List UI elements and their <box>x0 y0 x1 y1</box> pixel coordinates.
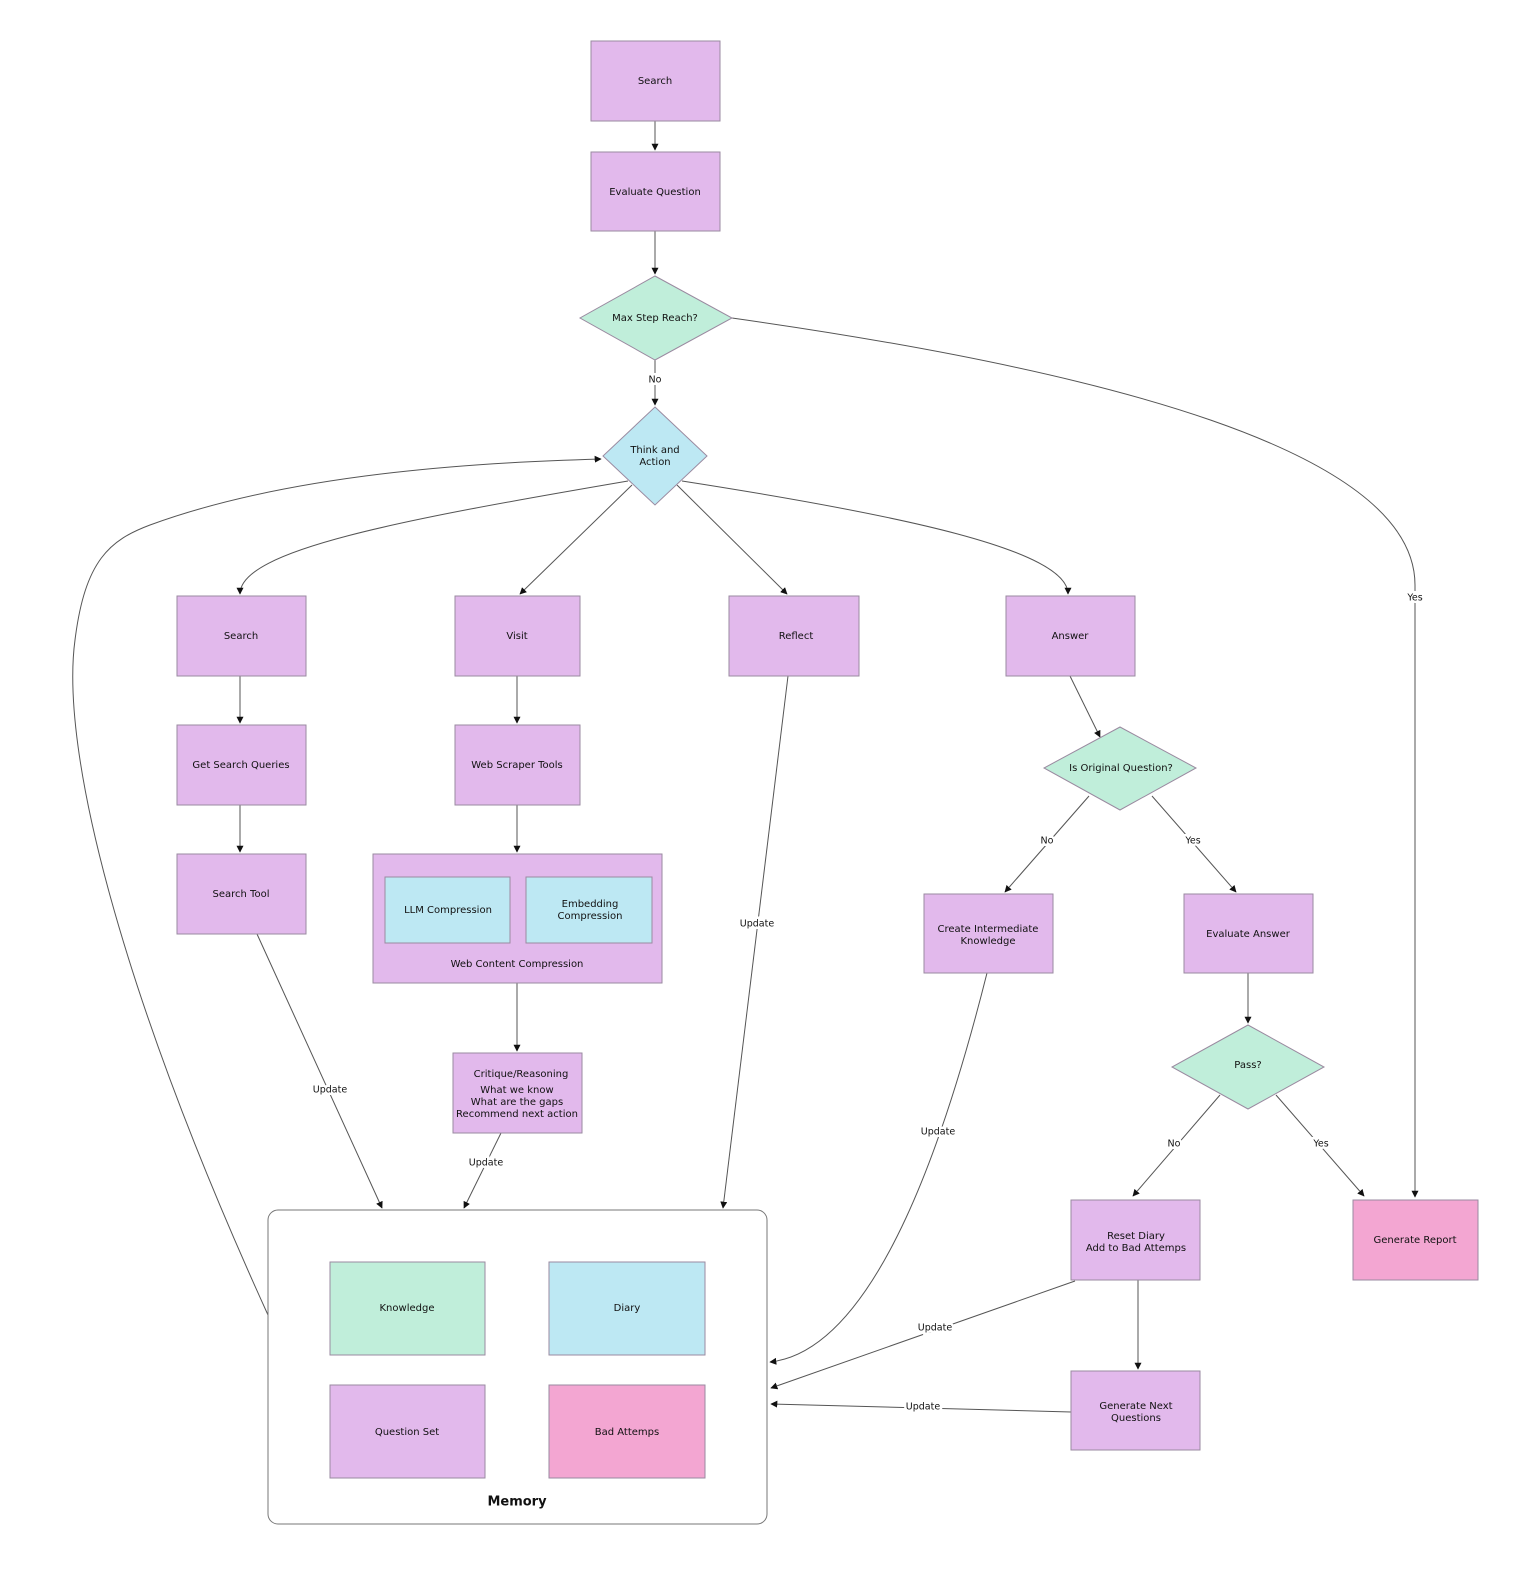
decision-pass: Pass? <box>1170 1024 1326 1110</box>
node-evaluate-question: Evaluate Question <box>590 151 721 232</box>
node-label: LLM Compression <box>404 905 492 916</box>
node-label: Add to Bad Attemps <box>1086 1243 1186 1254</box>
node-label: Critique/Reasoning <box>474 1069 569 1080</box>
memory-label: Knowledge <box>380 1303 435 1314</box>
decision-max-step: Max Step Reach? <box>578 275 734 361</box>
edge-maxstep-report <box>731 317 1419 1198</box>
node-label: What we know <box>480 1085 553 1096</box>
node-reset-diary: Reset Diary Add to Bad Attemps <box>1070 1199 1201 1281</box>
edge-memory-think <box>72 455 602 1316</box>
edge-think-visit <box>519 484 633 595</box>
edge-reset-memory <box>770 1280 1076 1390</box>
memory-label: Bad Attemps <box>595 1427 659 1438</box>
node-label: Generate Next <box>1099 1401 1172 1412</box>
node-label: Action <box>639 457 670 468</box>
node-label: Compression <box>558 911 623 922</box>
edge-label: Yes <box>1406 593 1422 604</box>
node-label: Visit <box>506 631 527 642</box>
node-label: Web Scraper Tools <box>471 760 563 771</box>
node-label: Reflect <box>779 631 814 642</box>
edge-label: Update <box>918 1323 953 1334</box>
node-label: Search <box>638 76 672 87</box>
edge-label: No <box>1041 836 1054 847</box>
node-label: Answer <box>1052 631 1090 642</box>
decision-think-action: Think and Action <box>602 406 708 506</box>
edge-label: Update <box>921 1127 956 1138</box>
node-embedding-compression <box>525 876 653 944</box>
node-label: Create Intermediate <box>938 924 1039 935</box>
edge-ioq-evaluate <box>1151 795 1237 893</box>
memory-diary <box>548 1261 706 1356</box>
edge-critique-memory <box>463 1132 502 1209</box>
node-web-content-compression: LLM Compression Embedding Compression We… <box>372 853 663 984</box>
memory-question-set <box>329 1384 486 1479</box>
decision-is-original-question: Is Original Question? <box>1042 726 1198 811</box>
node-search: Search <box>176 595 307 677</box>
edges <box>72 121 1419 1413</box>
edge-cik-memory <box>769 972 988 1365</box>
edge-label: Yes <box>1312 1139 1328 1150</box>
edge-label: Yes <box>1184 836 1200 847</box>
edge-label: Update <box>313 1085 348 1096</box>
node-evaluate-answer: Evaluate Answer <box>1183 893 1314 974</box>
node-label: Reset Diary <box>1107 1231 1165 1242</box>
node-label: Evaluate Question <box>609 187 701 198</box>
edge-answer-ioq <box>1069 675 1101 738</box>
node-web-scraper-tools: Web Scraper Tools <box>454 724 581 806</box>
edge-tool-memory <box>256 933 383 1209</box>
node-label: Search Tool <box>213 889 270 900</box>
node-generate-report: Generate Report <box>1352 1199 1479 1281</box>
node-label: What are the gaps <box>471 1097 563 1108</box>
edge-label: No <box>1168 1139 1181 1150</box>
memory-knowledge <box>329 1261 486 1356</box>
node-search-tool: Search Tool <box>176 853 307 935</box>
edge-reflect-memory <box>720 675 789 1209</box>
node-search-top: Search <box>590 40 721 122</box>
node-label: Web Content Compression <box>451 959 584 970</box>
node-create-intermediate-knowledge: Create Intermediate Knowledge <box>923 893 1054 974</box>
edge-label: Update <box>906 1402 941 1413</box>
node-label: Knowledge <box>961 936 1016 947</box>
node-llm-compression <box>384 876 511 944</box>
edge-labels: No Yes Update Update Update No Yes Updat… <box>310 372 1425 1415</box>
edge-ioq-cik <box>1004 795 1090 893</box>
node-label: Is Original Question? <box>1069 763 1173 774</box>
edge-think-search <box>236 480 629 595</box>
memory-title: Memory <box>487 1495 547 1510</box>
node-critique-reasoning: Critique/Reasoning What we know What are… <box>452 1052 583 1134</box>
node-answer: Answer <box>1005 595 1136 677</box>
node-label: Embedding <box>562 899 619 910</box>
node-generate-next-questions: Generate Next Questions <box>1070 1370 1201 1451</box>
node-label: Pass? <box>1234 1060 1261 1071</box>
node-get-search-queries: Get Search Queries <box>176 724 307 806</box>
node-label: Max Step Reach? <box>612 313 698 324</box>
node-label: Search <box>224 631 258 642</box>
memory-label: Diary <box>614 1303 641 1314</box>
edge-think-reflect <box>676 484 788 595</box>
edge-label: No <box>649 375 662 386</box>
memory-container: Knowledge Diary Question Set Bad Attemps… <box>267 1209 768 1525</box>
node-visit: Visit <box>454 595 581 677</box>
memory-label: Question Set <box>375 1427 439 1438</box>
edge-gnq-memory <box>770 1400 1072 1413</box>
node-label: Think and <box>629 445 679 456</box>
edge-pass-report <box>1275 1094 1365 1197</box>
edge-think-answer <box>681 480 1072 595</box>
node-reflect: Reflect <box>728 595 860 677</box>
edge-label: Update <box>469 1158 504 1169</box>
node-label: Questions <box>1111 1413 1161 1424</box>
edge-pass-reset <box>1132 1094 1221 1197</box>
node-label: Recommend next action <box>456 1109 578 1120</box>
edge-label: Update <box>740 919 775 930</box>
node-label: Get Search Queries <box>192 760 289 771</box>
node-label: Generate Report <box>1373 1235 1456 1246</box>
memory-bad-attemps <box>548 1384 706 1479</box>
node-label: Evaluate Answer <box>1206 929 1291 940</box>
